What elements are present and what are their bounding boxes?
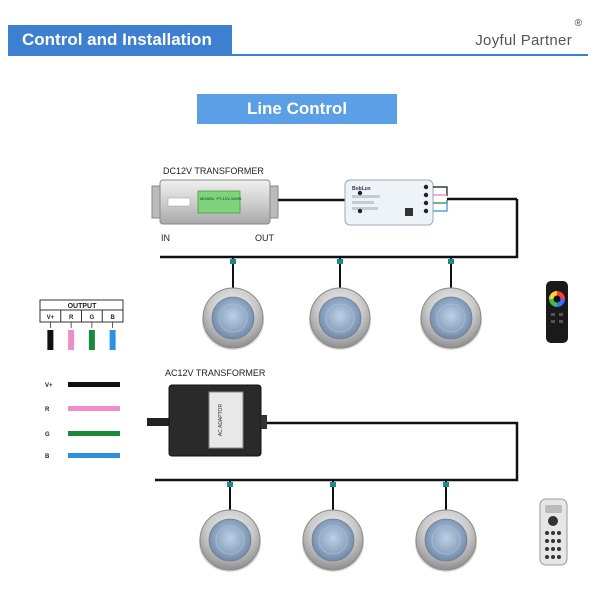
legend-swatch xyxy=(68,453,120,458)
pool-light xyxy=(309,257,371,350)
pool-light xyxy=(199,480,261,572)
top-bus-wire xyxy=(160,199,519,259)
dc-transformer-model: MODEL: PT-12V-100W xyxy=(200,196,242,201)
legend-swatch xyxy=(68,382,120,387)
controller-brand: BobLux xyxy=(352,186,371,192)
output-column-label: R xyxy=(69,315,74,321)
output-wire-color xyxy=(88,330,95,350)
legend-swatch xyxy=(68,431,120,436)
output-column-label: G xyxy=(90,315,95,321)
output-table-title: OUTPUT xyxy=(68,303,98,310)
legend-swatch xyxy=(68,406,120,411)
header-divider xyxy=(8,54,588,56)
output-column-label: V+ xyxy=(47,315,55,321)
output-wire-color xyxy=(47,330,54,350)
output-column-label: B xyxy=(110,315,115,321)
legend-label: G xyxy=(45,432,50,438)
rgb-controller: BobLux xyxy=(344,179,434,226)
ac-transformer-label: AC12V TRANSFORMER xyxy=(165,368,266,378)
dc-transformer-label: DC12V TRANSFORMER xyxy=(163,166,264,176)
output-wire-color xyxy=(109,330,116,350)
pool-light xyxy=(415,480,477,572)
legend-label: B xyxy=(45,454,50,460)
controller-output-wires xyxy=(433,186,517,212)
rgb-wheel-remote xyxy=(546,281,568,343)
pool-light xyxy=(202,257,264,350)
pool-light xyxy=(420,257,482,350)
legend-label: V+ xyxy=(45,383,53,389)
output-wire-color xyxy=(68,330,75,350)
button-remote xyxy=(539,498,568,566)
in-label: IN xyxy=(161,233,170,243)
out-label: OUT xyxy=(255,233,275,243)
dc-transformer: MODEL: PT-12V-100W xyxy=(151,179,279,225)
pool-light xyxy=(302,480,364,572)
bottom-bus-wire xyxy=(155,421,519,482)
registered-mark: ® xyxy=(574,18,582,29)
ac-adapter-text: AC ADAPTOR xyxy=(218,404,224,437)
header-title: Control and Installation xyxy=(8,25,232,55)
section-title: Line Control xyxy=(197,94,397,124)
brand-name: Joyful Partner xyxy=(475,32,572,49)
legend-label: R xyxy=(45,407,50,413)
output-table: OUTPUT V+ R G B xyxy=(39,299,124,350)
ac-transformer: AC ADAPTOR xyxy=(147,384,267,457)
